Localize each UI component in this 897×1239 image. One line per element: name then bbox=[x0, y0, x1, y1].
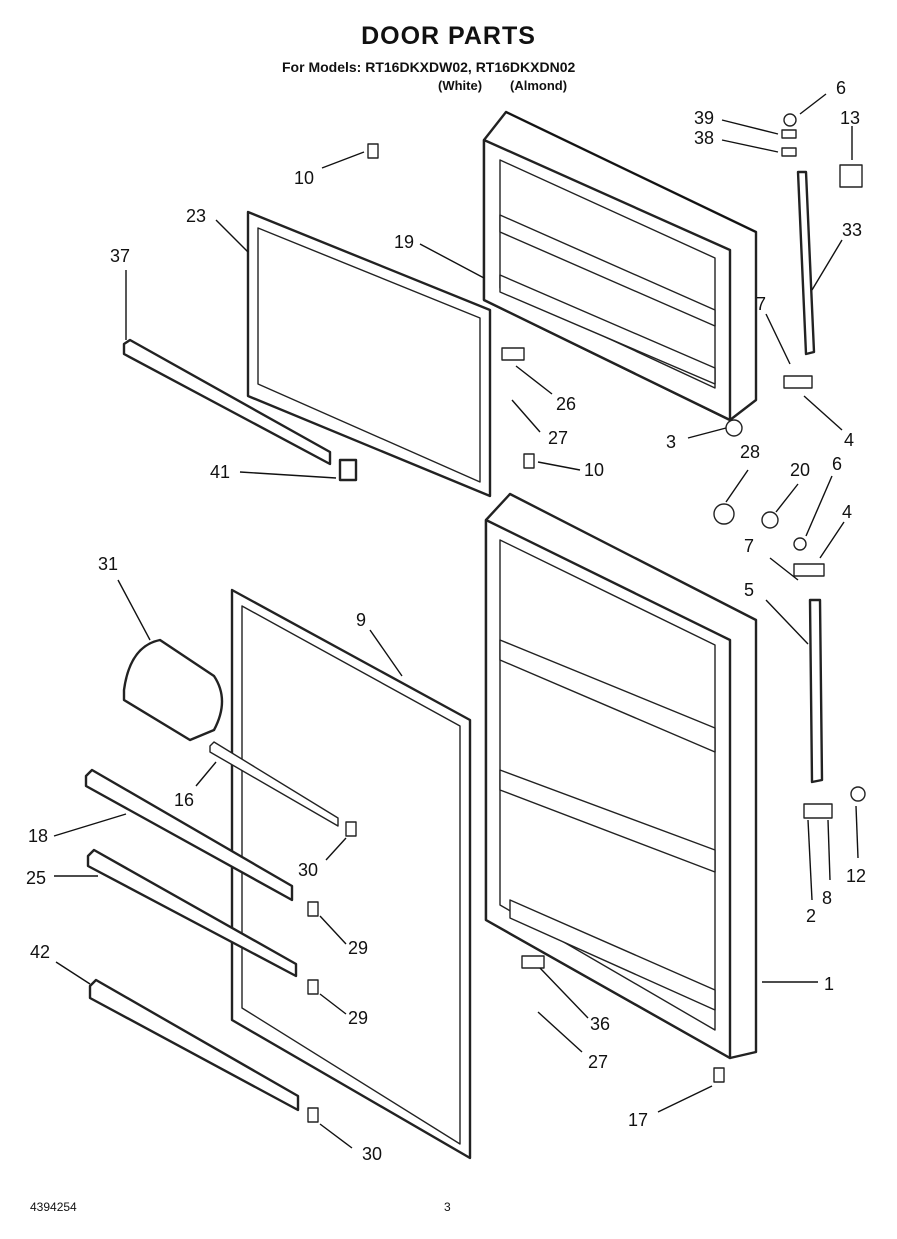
variant-white: (White) bbox=[438, 78, 483, 93]
callout-9: 9 bbox=[356, 610, 366, 630]
screw-6b bbox=[793, 537, 807, 551]
hinge-parts-2-8 bbox=[803, 803, 833, 819]
shelf-25 bbox=[86, 848, 298, 978]
callout-39: 39 bbox=[694, 108, 714, 128]
callout-10b: 10 bbox=[584, 460, 604, 480]
callout-23: 23 bbox=[186, 206, 206, 226]
callout-7a: 7 bbox=[756, 294, 766, 314]
callout-3: 3 bbox=[666, 432, 676, 452]
hinge-bushing-39 bbox=[781, 129, 797, 139]
clip-29a bbox=[307, 901, 319, 917]
callout-16: 16 bbox=[174, 790, 194, 810]
trim-strip-37 bbox=[122, 338, 332, 466]
screw-17 bbox=[713, 1067, 725, 1083]
callout-36: 36 bbox=[590, 1014, 610, 1034]
callout-19: 19 bbox=[394, 232, 414, 252]
callout-41: 41 bbox=[210, 462, 230, 482]
doc-number: 4394254 bbox=[30, 1200, 77, 1214]
fresh-food-door bbox=[484, 492, 758, 1060]
screw-10a bbox=[367, 143, 379, 159]
callout-6b: 6 bbox=[832, 454, 842, 474]
callout-18: 18 bbox=[28, 826, 48, 846]
callout-labels: 6 39 38 13 10 23 19 33 37 7 26 4 27 3 41… bbox=[26, 78, 866, 1164]
clip-41 bbox=[338, 458, 358, 482]
plug-28 bbox=[713, 503, 735, 525]
label-13 bbox=[839, 164, 863, 188]
callout-25: 25 bbox=[26, 868, 46, 888]
bushing-20 bbox=[761, 511, 779, 529]
callout-13: 13 bbox=[840, 108, 860, 128]
callout-4b: 4 bbox=[842, 502, 852, 522]
page-title: DOOR PARTS bbox=[361, 22, 536, 50]
dairy-cover-31 bbox=[122, 638, 224, 742]
screw-10b bbox=[523, 453, 535, 469]
callout-28: 28 bbox=[740, 442, 760, 462]
bracket-26 bbox=[501, 347, 525, 361]
hinge-bushing-38 bbox=[781, 147, 797, 157]
variant-almond: (Almond) bbox=[510, 78, 568, 93]
callout-37: 37 bbox=[110, 246, 130, 266]
callout-42: 42 bbox=[30, 942, 50, 962]
callout-20: 20 bbox=[790, 460, 810, 480]
callout-30a: 30 bbox=[298, 860, 318, 880]
callout-31: 31 bbox=[98, 554, 118, 574]
callout-29b: 29 bbox=[348, 1008, 368, 1028]
callout-1: 1 bbox=[824, 974, 834, 994]
callout-17: 17 bbox=[628, 1110, 648, 1130]
page-number: 3 bbox=[444, 1200, 451, 1214]
callout-33: 33 bbox=[842, 220, 862, 240]
callout-12: 12 bbox=[846, 866, 866, 886]
callout-27b: 27 bbox=[588, 1052, 608, 1072]
callout-27a: 27 bbox=[548, 428, 568, 448]
freezer-door bbox=[482, 110, 758, 422]
models-line: For Models: RT16DKXDW02, RT16DKXDN02 bbox=[282, 59, 576, 75]
clip-30a bbox=[345, 821, 357, 837]
leader-lines bbox=[53, 93, 859, 1149]
callout-2: 2 bbox=[806, 906, 816, 926]
callout-7b: 7 bbox=[744, 536, 754, 556]
plug-12 bbox=[850, 786, 866, 802]
callout-30b: 30 bbox=[362, 1144, 382, 1164]
callout-26: 26 bbox=[556, 394, 576, 414]
hinge-pin-33 bbox=[796, 170, 816, 356]
callout-8: 8 bbox=[822, 888, 832, 908]
stop-3 bbox=[725, 419, 743, 437]
callout-4a: 4 bbox=[844, 430, 854, 450]
screw-6a bbox=[783, 113, 797, 127]
callout-29a: 29 bbox=[348, 938, 368, 958]
shelf-42 bbox=[88, 978, 300, 1112]
fresh-food-gasket bbox=[230, 588, 472, 1160]
hinge-pin-5 bbox=[808, 598, 824, 784]
clip-29b bbox=[307, 979, 319, 995]
bracket-36 bbox=[521, 955, 545, 969]
shelf-18 bbox=[84, 768, 294, 902]
clip-30b bbox=[307, 1107, 319, 1123]
hinge-4b bbox=[793, 563, 825, 577]
callout-5: 5 bbox=[744, 580, 754, 600]
callout-38: 38 bbox=[694, 128, 714, 148]
freezer-gasket bbox=[246, 210, 492, 498]
callout-10a: 10 bbox=[294, 168, 314, 188]
callout-6a: 6 bbox=[836, 78, 846, 98]
hinge-4a bbox=[783, 375, 813, 389]
shelf-rail-16 bbox=[209, 741, 339, 827]
